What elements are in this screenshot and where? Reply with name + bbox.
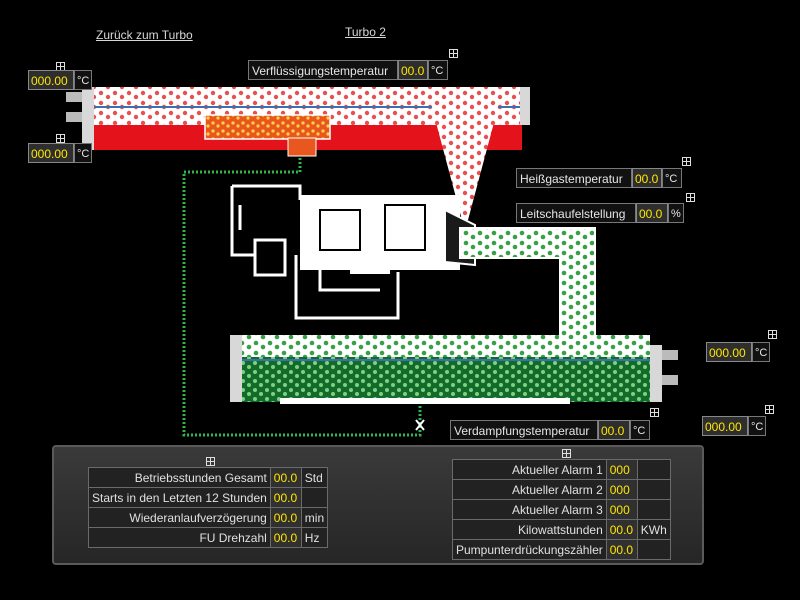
grid-icon[interactable] <box>650 408 659 417</box>
alarm-info-value: 000 <box>605 499 638 520</box>
alarm-info-unit: KWh <box>636 519 671 540</box>
evaporator-temp-bottom-value: 000.00 <box>702 416 748 436</box>
grid-icon[interactable] <box>682 157 691 166</box>
grid-icon[interactable] <box>686 193 695 202</box>
guide-vane-value: 00.0 <box>636 203 668 223</box>
operating-info-value: 00.0 <box>269 487 302 508</box>
alarm-info-value: 000 <box>605 459 638 480</box>
operating-info-unit: min <box>300 507 329 528</box>
operating-info-unit <box>300 487 329 508</box>
alarm-info-label: Aktueller Alarm 1 <box>452 459 607 480</box>
alarm-info-value: 00.0 <box>605 519 638 540</box>
grid-icon[interactable] <box>449 49 458 58</box>
condensing-temp-label: Verflüssigungstemperatur <box>248 60 398 80</box>
operating-info-label: FU Drehzahl <box>88 527 271 548</box>
evaporating-temp-unit: °C <box>630 420 650 440</box>
alarm-info-unit <box>636 539 671 560</box>
operating-info-unit: Hz <box>300 527 329 548</box>
operating-info-label: Betriebsstunden Gesamt <box>88 467 271 488</box>
hot-gas-temp-unit: °C <box>662 168 682 188</box>
condenser-temp-bottom-value: 000.00 <box>28 143 74 163</box>
operating-info-unit: Std <box>300 467 329 488</box>
evaporating-temp-label: Verdampfungstemperatur <box>450 420 598 440</box>
alarm-info-unit <box>636 479 671 500</box>
operating-info-value: 00.0 <box>269 507 302 528</box>
evaporating-temp-value: 00.0 <box>598 420 630 440</box>
condenser-temp-top-value: 000.00 <box>28 70 74 90</box>
alarm-info-value: 000 <box>605 479 638 500</box>
alarm-info-unit <box>636 459 671 480</box>
page-title-turbo-2[interactable]: Turbo 2 <box>345 25 386 39</box>
evaporator-temp-bottom-unit: °C <box>748 416 766 436</box>
grid-icon[interactable] <box>56 134 65 143</box>
condenser-temp-top-unit: °C <box>74 70 92 90</box>
operating-info-label: Wiederanlaufverzögerung <box>88 507 271 528</box>
alarm-info-unit <box>636 499 671 520</box>
back-to-turbo-link[interactable]: Zurück zum Turbo <box>96 28 193 42</box>
evaporator-temp-top-value: 000.00 <box>706 342 752 362</box>
evaporator-temp-top-unit: °C <box>752 342 770 362</box>
condensing-temp-unit: °C <box>428 60 448 80</box>
alarm-info-label: Pumpunterdrückungszähler <box>452 539 607 560</box>
alarm-info-label: Aktueller Alarm 2 <box>452 479 607 500</box>
operating-info-label: Starts in den Letzten 12 Stunden <box>88 487 271 508</box>
guide-vane-unit: % <box>668 203 684 223</box>
alarm-info-value: 00.0 <box>605 539 638 560</box>
guide-vane-label: Leitschaufelstellung <box>516 203 636 223</box>
grid-icon[interactable] <box>206 457 215 466</box>
grid-icon[interactable] <box>562 449 571 458</box>
alarm-info-label: Kilowattstunden <box>452 519 607 540</box>
grid-icon[interactable] <box>768 330 777 339</box>
hot-gas-temp-label: Heißgastemperatur <box>516 168 632 188</box>
grid-icon[interactable] <box>765 405 774 414</box>
operating-info-value: 00.0 <box>269 467 302 488</box>
hot-gas-temp-value: 00.0 <box>632 168 662 188</box>
condensing-temp-value: 00.0 <box>398 60 428 80</box>
alarm-info-label: Aktueller Alarm 3 <box>452 499 607 520</box>
operating-info-value: 00.0 <box>269 527 302 548</box>
condenser-temp-bottom-unit: °C <box>74 143 92 163</box>
